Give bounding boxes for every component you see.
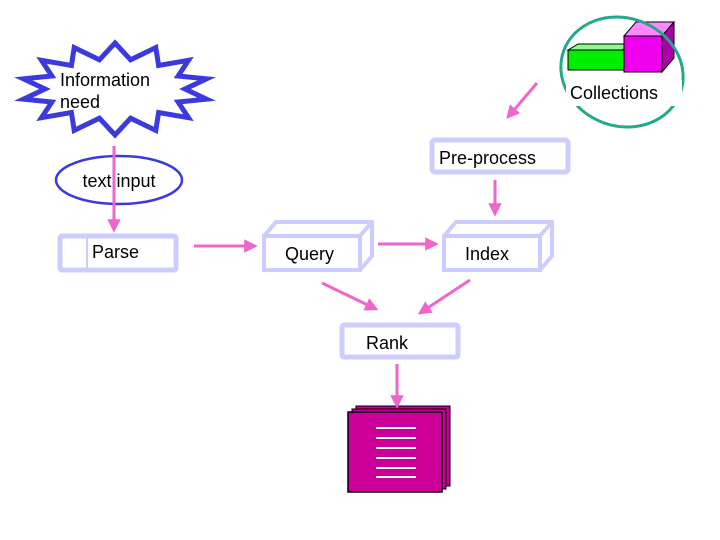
index-label: Index bbox=[465, 244, 509, 264]
arrow-index-to-rank bbox=[417, 278, 471, 315]
information-need-label-line2: need bbox=[60, 92, 100, 112]
query-box: Query bbox=[262, 220, 374, 272]
burst-star-shape bbox=[14, 39, 216, 139]
preprocess-box: Pre-process bbox=[429, 137, 571, 175]
index-box: Index bbox=[442, 220, 554, 272]
arrow-collections-to-preprocess bbox=[506, 82, 539, 120]
parse-label: Parse bbox=[92, 242, 139, 262]
document-stack-icon bbox=[347, 405, 451, 493]
rank-label: Rank bbox=[366, 333, 409, 353]
query-label: Query bbox=[285, 244, 334, 264]
text-input-node: text input bbox=[54, 154, 184, 206]
rank-box: Rank bbox=[339, 322, 461, 360]
preprocess-label: Pre-process bbox=[439, 148, 536, 168]
information-need-label-line1: Information bbox=[60, 70, 150, 90]
parse-box: Parse bbox=[57, 233, 179, 273]
arrow-query-to-rank bbox=[321, 281, 379, 311]
collections-label: Collections bbox=[570, 83, 658, 103]
information-need-node: Information need bbox=[14, 39, 216, 139]
text-input-label: text input bbox=[82, 171, 155, 191]
collections-node: Collections bbox=[559, 15, 685, 129]
